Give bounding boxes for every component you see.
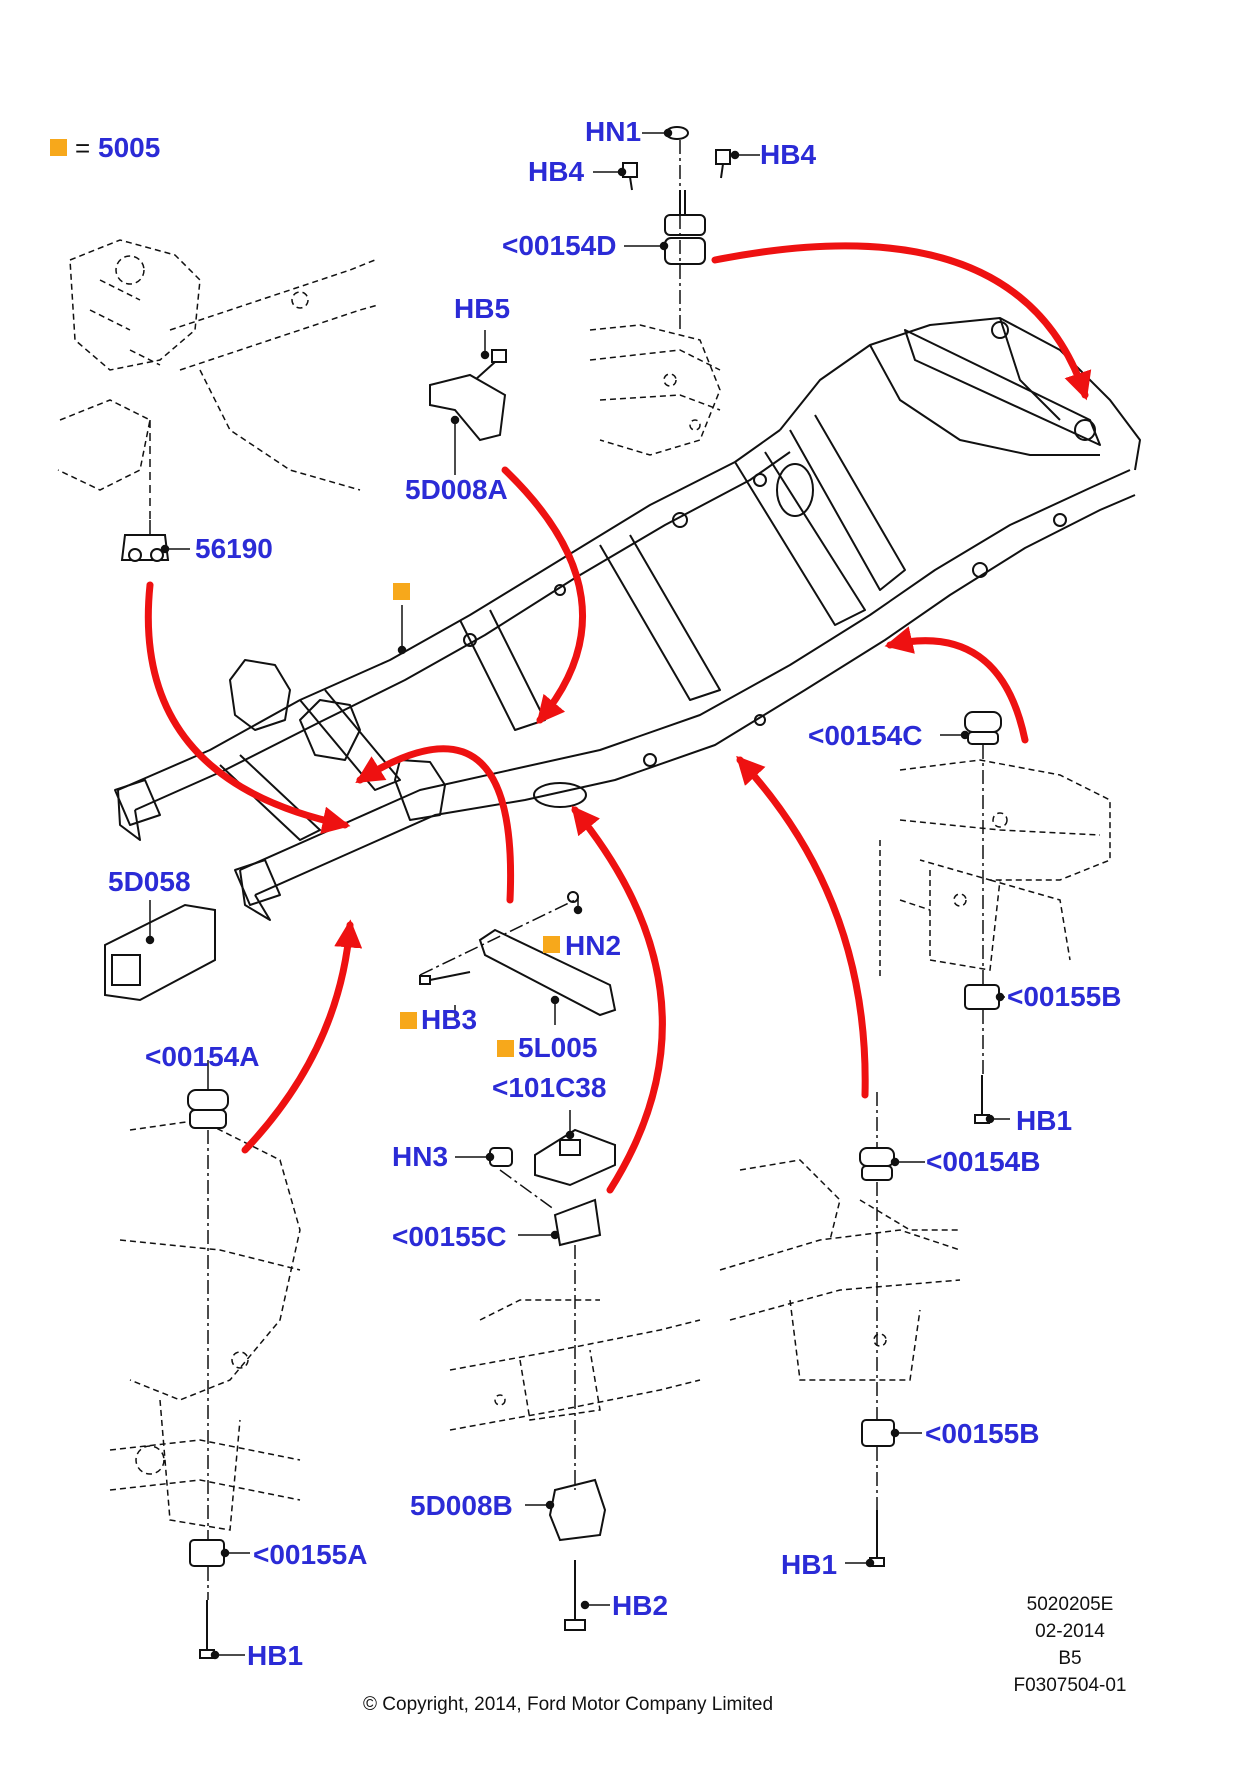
inset-00155c xyxy=(449,1299,701,1431)
leader-lines xyxy=(145,128,1010,1660)
red-arrows xyxy=(144,242,1092,1194)
reference-number: 5020205E xyxy=(1026,1594,1114,1615)
label-00154b: <00154B xyxy=(926,1146,1041,1177)
label-00154d: <00154D xyxy=(502,230,617,261)
assembly-lines xyxy=(149,140,984,1600)
label-hb1-upper: HB1 xyxy=(1016,1105,1073,1136)
label-00154a: <00154A xyxy=(145,1041,260,1072)
inset-00154b xyxy=(719,1159,961,1381)
label-hn1: HN1 xyxy=(585,116,642,147)
label-hb3: HB3 xyxy=(421,1004,478,1035)
label-5d008b: 5D008B xyxy=(410,1490,513,1521)
hn2-marker xyxy=(543,936,560,953)
legend-part-label: 5005 xyxy=(98,132,161,163)
label-hb2: HB2 xyxy=(612,1590,669,1621)
label-00155a: <00155A xyxy=(253,1539,368,1570)
inset-00154c xyxy=(879,759,1111,980)
label-56190: 56190 xyxy=(195,533,273,564)
label-5l005: 5L005 xyxy=(518,1032,598,1063)
inset-00154a xyxy=(109,1119,301,1531)
reference-code: B5 xyxy=(1058,1648,1082,1669)
vehicle-frame xyxy=(114,317,1141,921)
label-hb1-mid: HB1 xyxy=(781,1549,838,1580)
label-5d058: 5D058 xyxy=(108,866,191,897)
label-00155c: <00155C xyxy=(392,1221,507,1252)
label-5d008a: 5D008A xyxy=(405,474,508,505)
label-hb4-left: HB4 xyxy=(528,156,585,187)
inset-rear-mount xyxy=(589,324,721,456)
label-hb4-right: HB4 xyxy=(760,139,817,170)
hb3-marker xyxy=(400,1012,417,1029)
label-hb5: HB5 xyxy=(454,293,511,324)
label-00155b-lower: <00155B xyxy=(925,1418,1040,1449)
5l005-marker xyxy=(497,1040,514,1057)
label-hn2: HN2 xyxy=(565,930,622,961)
frame-marker xyxy=(393,583,410,600)
label-00155b-upper: <00155B xyxy=(1007,981,1122,1012)
component-parts xyxy=(104,126,1002,1659)
label-101c38: <101C38 xyxy=(492,1072,607,1103)
label-hn3: HN3 xyxy=(392,1141,449,1172)
reference-figure: F0307504-01 xyxy=(1013,1675,1127,1696)
label-00154c: <00154C xyxy=(808,720,923,751)
copyright: © Copyright, 2014, Ford Motor Company Li… xyxy=(363,1694,774,1715)
legend-marker xyxy=(50,139,67,156)
inset-56190 xyxy=(57,239,379,520)
legend-equals: = xyxy=(75,133,91,163)
label-hb1-left: HB1 xyxy=(247,1640,304,1671)
reference-date: 02-2014 xyxy=(1035,1621,1105,1642)
